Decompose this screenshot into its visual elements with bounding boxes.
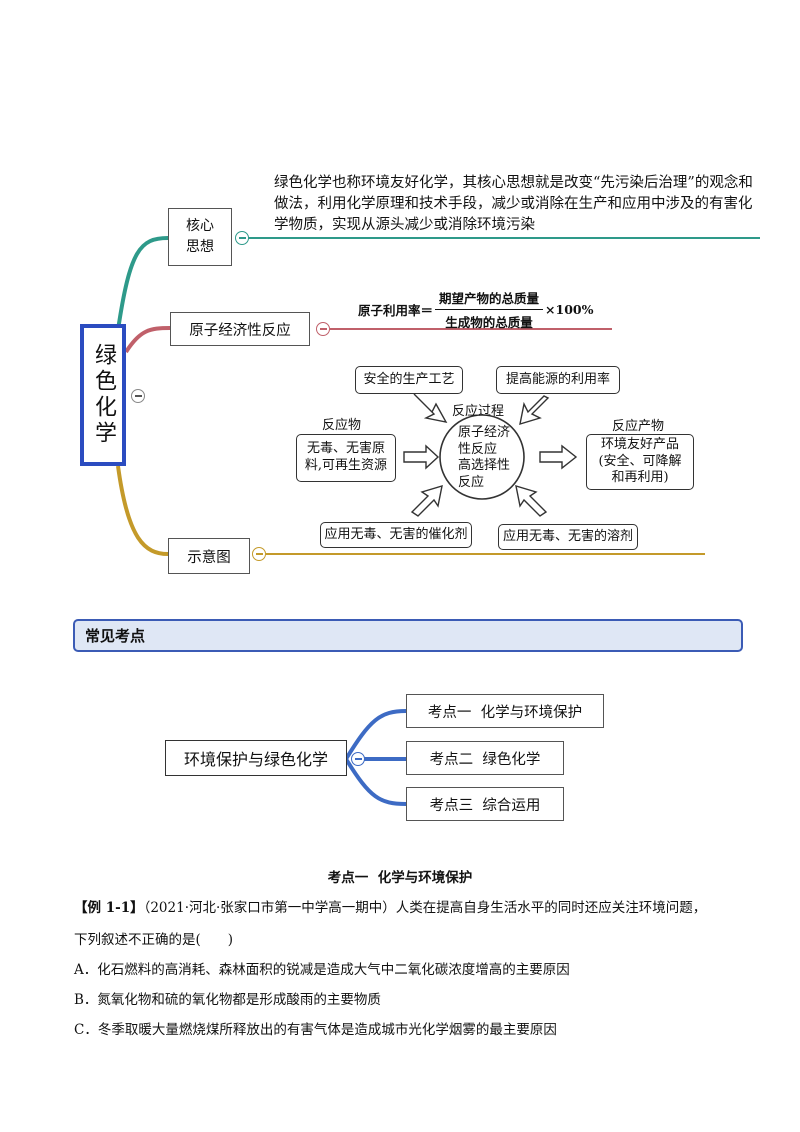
section-banner: 常见考点: [73, 619, 743, 652]
energy-efficiency-box: 提高能源的利用率: [496, 366, 620, 394]
mindmap-root: 绿色化学: [80, 324, 126, 466]
formula-rhs: ×100%: [545, 302, 594, 317]
topic-item-3[interactable]: 考点三 综合运用: [406, 787, 564, 821]
formula-denominator: 生成物的总质量: [445, 315, 533, 330]
topics-collapse-icon[interactable]: [351, 752, 365, 766]
option-a[interactable]: A．化石燃料的高消耗、森林面积的锐减是造成大气中二氧化碳浓度增高的主要原因: [74, 962, 570, 978]
reactant-label: 反应物: [322, 418, 362, 433]
branch-core-idea[interactable]: 核心 思想: [168, 208, 232, 266]
branch-atom-economy[interactable]: 原子经济性反应: [170, 312, 310, 346]
banner-title: 常见考点: [85, 627, 146, 645]
product-label: 反应产物: [612, 419, 665, 434]
example-line-1: 【例 1-1】（2021·河北·张家口市第一中学高一期中）人类在提高自身生活水平…: [74, 896, 706, 916]
schematic-collapse-icon[interactable]: [252, 547, 266, 561]
root-collapse-icon[interactable]: [131, 389, 145, 403]
core-collapse-icon[interactable]: [235, 231, 249, 245]
atom-collapse-icon[interactable]: [316, 322, 330, 336]
root-title: 绿色化学: [91, 343, 116, 447]
reactant-box: 无毒、无害原 料,可再生资源: [296, 434, 396, 482]
schematic-arrows: [403, 393, 578, 517]
topic-item-2[interactable]: 考点二 绿色化学: [406, 741, 564, 775]
catalyst-box: 应用无毒、无害的催化剂: [320, 522, 472, 548]
example-source: （2021·河北·张家口市第一中学高一期中）人类在提高自身生活水平的同时还应关注…: [143, 900, 707, 916]
mindmap-connectors: [116, 236, 760, 556]
example-tag: 【例 1-1】: [74, 900, 144, 916]
process-label: 反应过程: [452, 404, 505, 419]
solvent-box: 应用无毒、无害的溶剂: [498, 524, 638, 550]
topics-root[interactable]: 环境保护与绿色化学: [165, 740, 347, 776]
center-circle: [439, 414, 525, 500]
formula-fraction: 期望产物的总质量 生成物的总质量: [435, 288, 544, 331]
topic-item-1[interactable]: 考点一 化学与环境保护: [406, 694, 604, 728]
option-b[interactable]: B．氮氧化物和硫的氧化物都是形成酸雨的主要物质: [74, 992, 381, 1008]
topics-connectors: [344, 709, 407, 806]
product-box: 环境友好产品 (安全、可降解 和再利用): [586, 434, 694, 490]
atom-utilization-formula: 原子利用率＝ 期望产物的总质量 生成物的总质量 ×100%: [358, 288, 593, 331]
example-line-2: 下列叙述不正确的是( ): [74, 932, 234, 948]
formula-numerator: 期望产物的总质量: [435, 288, 544, 310]
section-heading: 考点一 化学与环境保护: [327, 870, 473, 886]
center-text: 原子经济 性反应 高选择性 反应: [458, 425, 511, 490]
safe-process-box: 安全的生产工艺: [355, 366, 463, 394]
option-c[interactable]: C．冬季取暖大量燃烧煤所释放出的有害气体是造成城市光化学烟雾的最主要原因: [74, 1022, 557, 1038]
core-idea-text: 绿色化学也称环境友好化学，其核心思想就是改变“先污染后治理”的观念和做法，利用化…: [274, 175, 753, 233]
formula-lhs: 原子利用率＝: [358, 303, 434, 318]
branch-schematic[interactable]: 示意图: [168, 538, 250, 574]
